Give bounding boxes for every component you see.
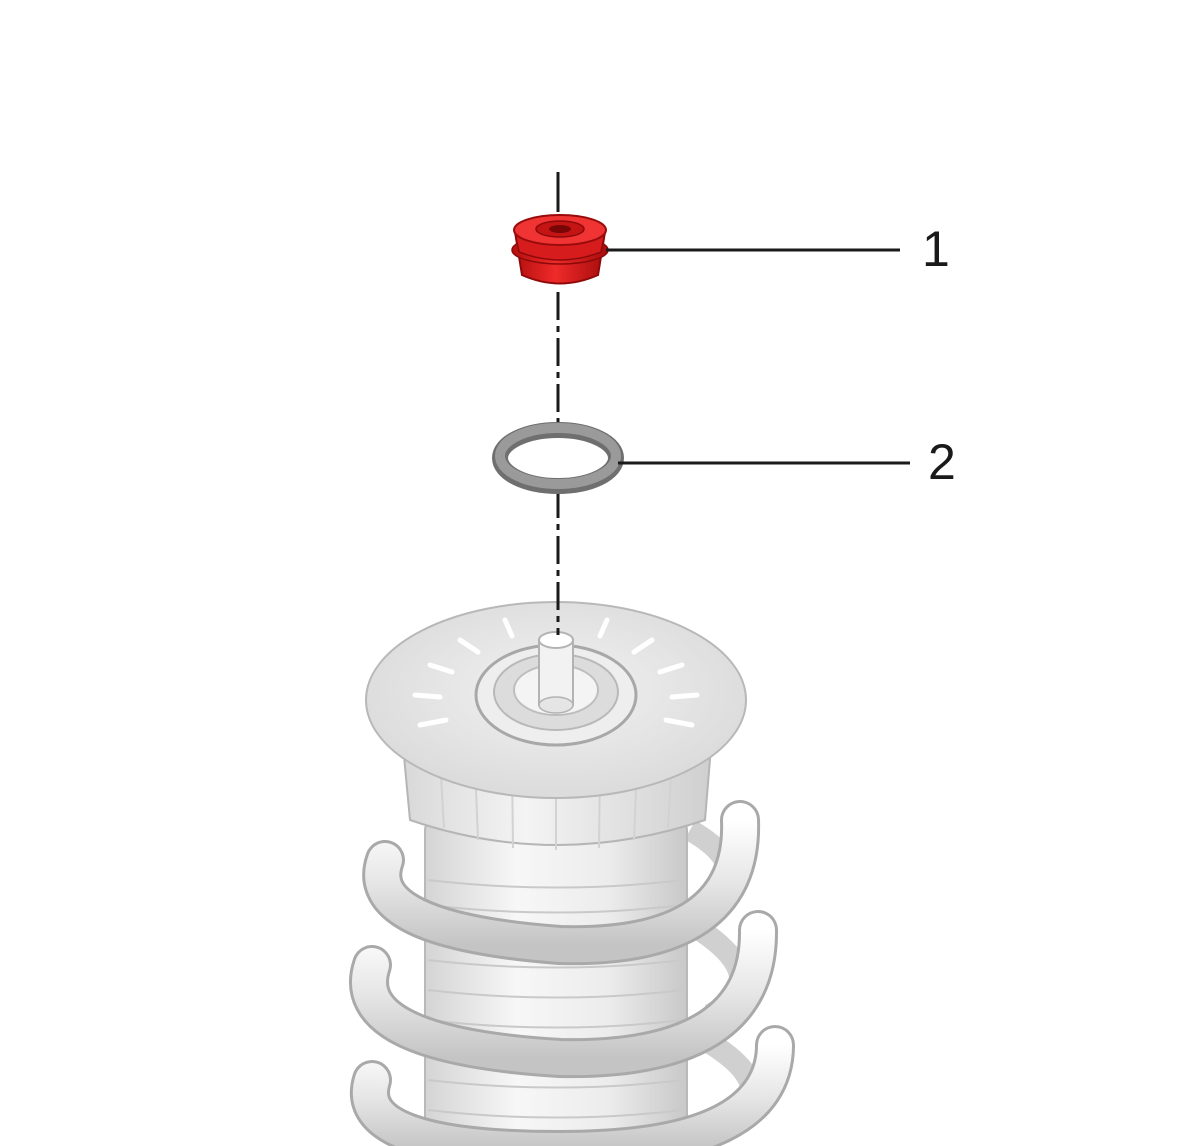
callout-1-number: 1	[922, 221, 950, 277]
callout-2-number: 2	[928, 434, 956, 490]
washer-part	[492, 422, 624, 494]
piston-rod	[538, 639, 574, 706]
dust-boot	[424, 819, 688, 1146]
coil-spring-front	[349, 800, 795, 1146]
nut-part	[511, 214, 609, 285]
callout-2: 2	[618, 434, 956, 490]
shock-absorber-assembly	[349, 601, 795, 1146]
callout-1: 1	[606, 221, 950, 277]
upper-spring-seat	[365, 601, 747, 850]
